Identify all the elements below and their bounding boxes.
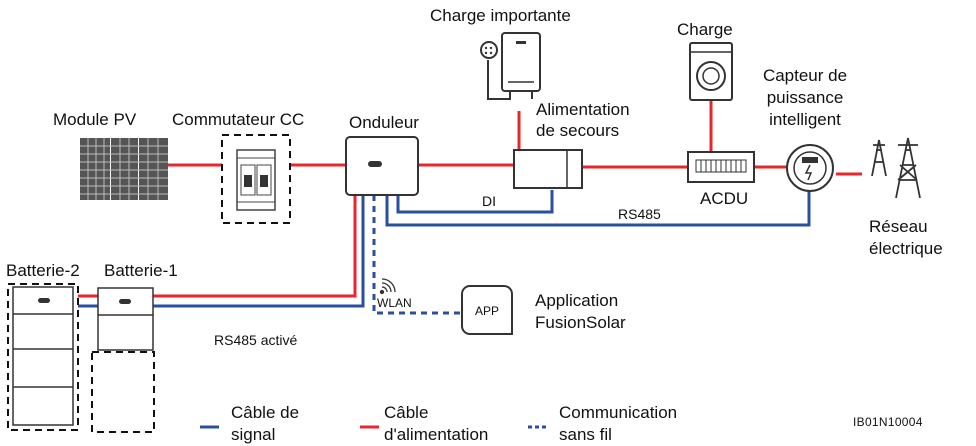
app-label-1: Application xyxy=(535,291,619,310)
backup-box-icon xyxy=(513,149,583,189)
dc-switch-label: Commutateur CC xyxy=(172,110,305,129)
acdu-label: ACDU xyxy=(700,189,749,208)
rs485-enabled-label: RS485 activé xyxy=(214,332,298,348)
battery-2-label: Batterie-2 xyxy=(6,261,80,280)
water-heater-icon xyxy=(480,32,541,100)
grid-tower-icon xyxy=(871,137,921,199)
power-cables xyxy=(78,100,862,298)
legend-signal-label-1: Câble de xyxy=(231,403,300,422)
inverter-icon xyxy=(345,136,419,196)
wlan-label: WLAN xyxy=(377,296,412,310)
sensor-label-1: Capteur de xyxy=(762,66,848,85)
battery-1-icon xyxy=(91,287,155,433)
backup-power-label-1: Alimentation xyxy=(536,100,630,119)
legend-signal-label-2: signal xyxy=(231,425,276,444)
signal-cables xyxy=(78,190,811,308)
wireless-link xyxy=(372,195,467,315)
app-icon xyxy=(461,285,513,335)
legend-wireless-label-2: sans fil xyxy=(559,425,612,444)
app-icon-text: APP xyxy=(474,304,499,318)
sensor-label-2: puissance xyxy=(766,88,844,107)
legend-power-label-1: Câble xyxy=(384,403,429,422)
rs485-label: RS485 xyxy=(618,206,661,222)
grid-label-1: Réseau xyxy=(869,217,928,236)
dc-switch-icon xyxy=(221,134,291,224)
battery-1-label: Batterie-1 xyxy=(104,261,178,280)
backup-power-label-2: de secours xyxy=(536,121,620,140)
acdu-icon xyxy=(687,151,755,183)
di-label: DI xyxy=(482,193,496,209)
app-label-2: FusionSolar xyxy=(535,313,626,332)
wifi-icon xyxy=(379,278,396,295)
legend-power-label-2: d'alimentation xyxy=(384,425,489,444)
power-sensor-icon xyxy=(786,144,834,192)
pv-module-label: Module PV xyxy=(53,110,137,129)
battery-2-icon xyxy=(7,283,79,431)
pv-module-icon xyxy=(80,138,168,200)
diagram-code: IB01N10004 xyxy=(853,415,923,429)
grid-label-2: électrique xyxy=(869,239,943,258)
big-load-label: Charge importante xyxy=(430,6,571,25)
load-label: Charge xyxy=(677,20,733,39)
inverter-label: Onduleur xyxy=(349,113,419,132)
legend-wireless-label-1: Communication xyxy=(559,403,678,422)
sensor-label-3: intelligent xyxy=(769,110,841,129)
washing-machine-icon xyxy=(689,42,733,101)
